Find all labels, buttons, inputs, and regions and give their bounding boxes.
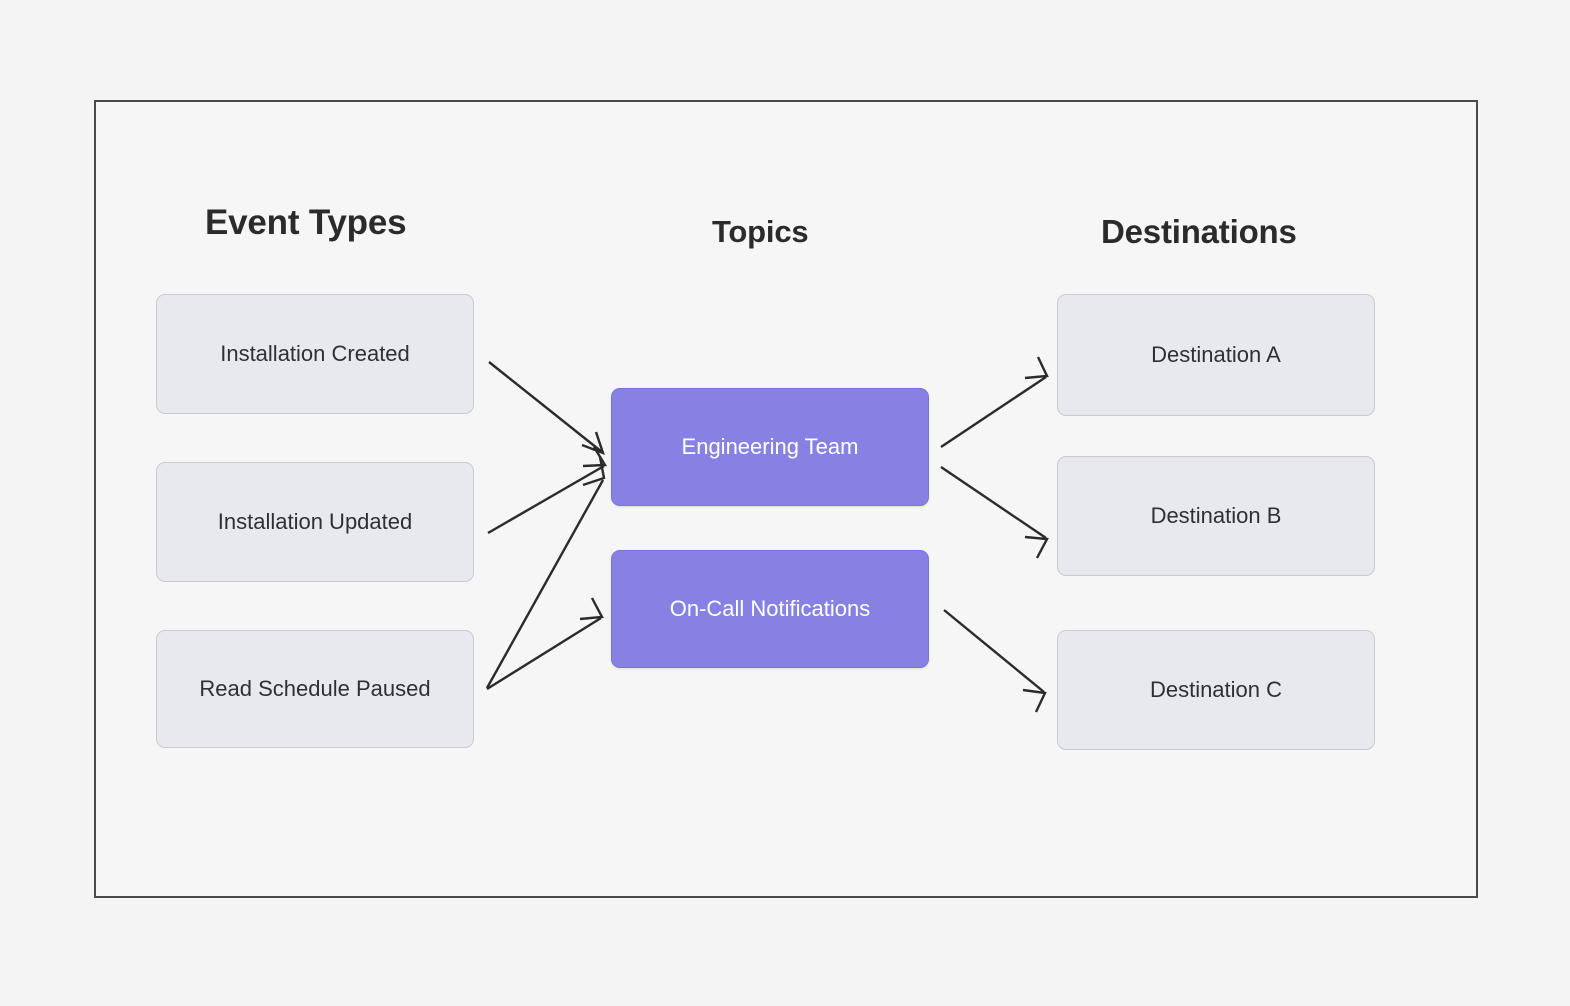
node-destination-c[interactable]: Destination C [1057, 630, 1375, 750]
node-installation-updated[interactable]: Installation Updated [156, 462, 474, 582]
node-read-schedule-paused[interactable]: Read Schedule Paused [156, 630, 474, 748]
node-installation-created[interactable]: Installation Created [156, 294, 474, 414]
column-title-topics: Topics [712, 214, 809, 249]
node-destination-a[interactable]: Destination A [1057, 294, 1375, 416]
node-engineering-team[interactable]: Engineering Team [611, 388, 929, 506]
column-title-event-types: Event Types [205, 203, 407, 242]
node-destination-b[interactable]: Destination B [1057, 456, 1375, 576]
column-title-destinations: Destinations [1101, 213, 1297, 250]
node-oncall-notifications[interactable]: On-Call Notifications [611, 550, 929, 668]
